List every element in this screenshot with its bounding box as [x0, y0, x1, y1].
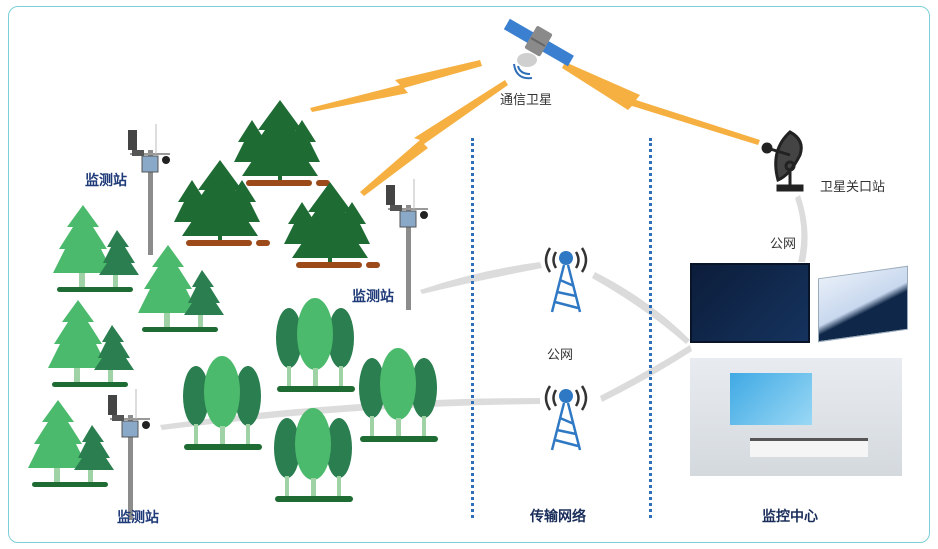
light-pine-group-3 — [48, 300, 134, 387]
link-sat-forest2 — [360, 80, 508, 196]
link-gateway-public — [795, 195, 808, 262]
dashboard-screen-image — [690, 263, 810, 343]
link-station3-tower2 — [160, 398, 540, 430]
monitoring-station-icon-3 — [107, 388, 151, 521]
station-label-1: 监测站 — [85, 173, 127, 189]
satellite-cloud — [517, 53, 537, 67]
signal-icon — [513, 63, 533, 80]
transport-network-label: 传输网络 — [530, 509, 586, 525]
satellite-label: 通信卫星 — [500, 93, 553, 108]
control-desk — [750, 438, 868, 457]
round-tree-group-2 — [183, 356, 262, 450]
pine-group-3 — [284, 182, 380, 268]
satellite-links — [310, 60, 760, 196]
link-tower2-center — [600, 345, 692, 402]
diagram-frame — [8, 6, 930, 543]
light-pine-group-2 — [138, 245, 224, 332]
divider-right — [649, 138, 652, 518]
station-label-2: 监测站 — [352, 289, 394, 305]
link-tower1-center — [592, 272, 690, 344]
link-station2-tower1 — [420, 262, 542, 294]
gateway-label: 卫星关口站 — [820, 180, 886, 195]
tower-icon-1 — [544, 247, 588, 313]
satellite-icon — [503, 18, 574, 67]
control-room-image — [690, 358, 902, 476]
pine-group-1 — [234, 100, 330, 186]
link-sat-forest1 — [310, 60, 482, 112]
round-tree-group-1 — [276, 298, 355, 392]
station-label-3: 监测站 — [117, 510, 159, 526]
public-net-towers-label: 公网 — [547, 348, 574, 363]
monitoring-station-icon-1 — [128, 124, 170, 255]
satellite-dish-icon — [761, 130, 804, 192]
dashboard-stack-image — [818, 265, 908, 343]
light-pine-group-1 — [53, 205, 139, 292]
video-wall — [730, 373, 812, 425]
divider-left — [471, 138, 474, 518]
link-sat-gateway — [562, 62, 760, 145]
round-tree-group-3 — [359, 348, 438, 442]
monitoring-center-label: 监控中心 — [762, 509, 818, 525]
round-tree-group-4 — [274, 408, 353, 502]
tower-icon-2 — [544, 385, 588, 451]
ground-links — [160, 195, 808, 430]
public-net-gateway-label: 公网 — [770, 237, 797, 252]
light-pine-group-4 — [28, 400, 114, 487]
